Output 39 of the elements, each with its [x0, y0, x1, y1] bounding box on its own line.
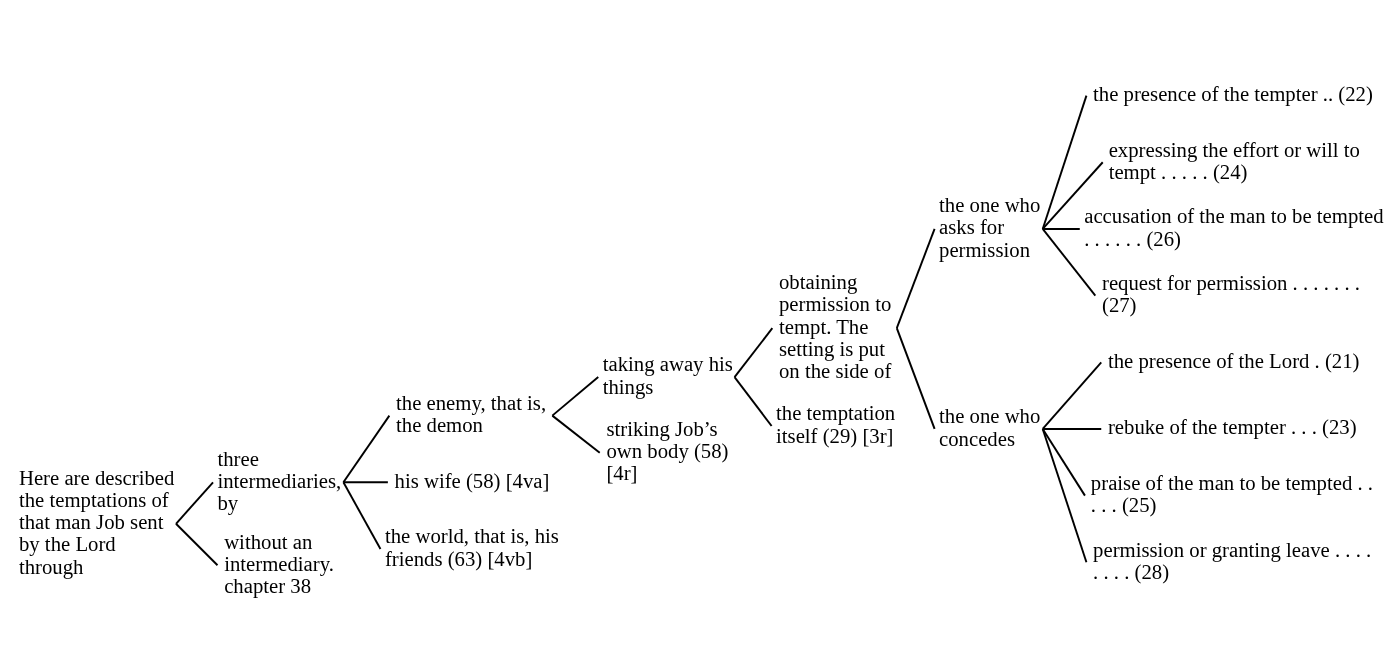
node-text: obtaining permission to tempt. The setting is put on the side of	[779, 271, 892, 383]
node-text: the temptation itself (29) [3r]	[776, 402, 896, 447]
connector	[1041, 161, 1104, 230]
node-text: three intermediaries, by	[217, 447, 342, 514]
node-text: the one who concedes	[939, 405, 1041, 450]
connector	[1041, 227, 1097, 297]
connector	[1041, 227, 1081, 230]
node-text: taking away his things	[602, 353, 733, 398]
connector	[551, 376, 600, 417]
connector	[342, 481, 382, 550]
node-text: accusation of the man to be tempted . . . . . . (26)	[1084, 205, 1384, 250]
connector	[1041, 361, 1103, 430]
node-text: expressing the effort or will to tempt . . . . . (24)	[1108, 138, 1360, 183]
node-text: the one who asks for permission	[939, 194, 1041, 261]
node-text: without an intermediary. chapter 38	[224, 530, 334, 597]
node-text: Here are described the temptations of that man Job sent by the Lord through	[18, 466, 175, 578]
connector	[733, 376, 773, 427]
node-text: the enemy, that is, the demon	[396, 391, 547, 437]
node-text: praise of the man to be tempted . . . . . (25)	[1090, 471, 1374, 517]
connector	[342, 414, 391, 484]
connector	[175, 522, 219, 567]
connector	[1041, 428, 1103, 430]
connector	[1041, 94, 1088, 230]
node-text: request for permission . . . . . . . (27)	[1101, 271, 1360, 317]
node-text: rebuke of the tempter . . . (23)	[1107, 416, 1357, 439]
connector	[551, 414, 601, 454]
connector	[1041, 428, 1088, 564]
connector	[895, 327, 936, 430]
node-text: his wife (58) [4va]	[394, 469, 550, 492]
node-text: striking Job’s own body (58) [4r]	[606, 417, 729, 485]
connector	[342, 481, 389, 484]
connector	[175, 481, 214, 525]
node-text: the world, that is, his friends (63) [4vb]	[384, 525, 559, 570]
node-text: permission or granting leave . . . . . . . . (28)	[1093, 538, 1372, 583]
node-text: the presence of the Lord . (21)	[1107, 349, 1360, 372]
connector	[733, 327, 774, 379]
connector	[1041, 428, 1086, 497]
node-text: the presence of the tempter .. (22)	[1093, 83, 1373, 106]
connector	[895, 227, 936, 330]
